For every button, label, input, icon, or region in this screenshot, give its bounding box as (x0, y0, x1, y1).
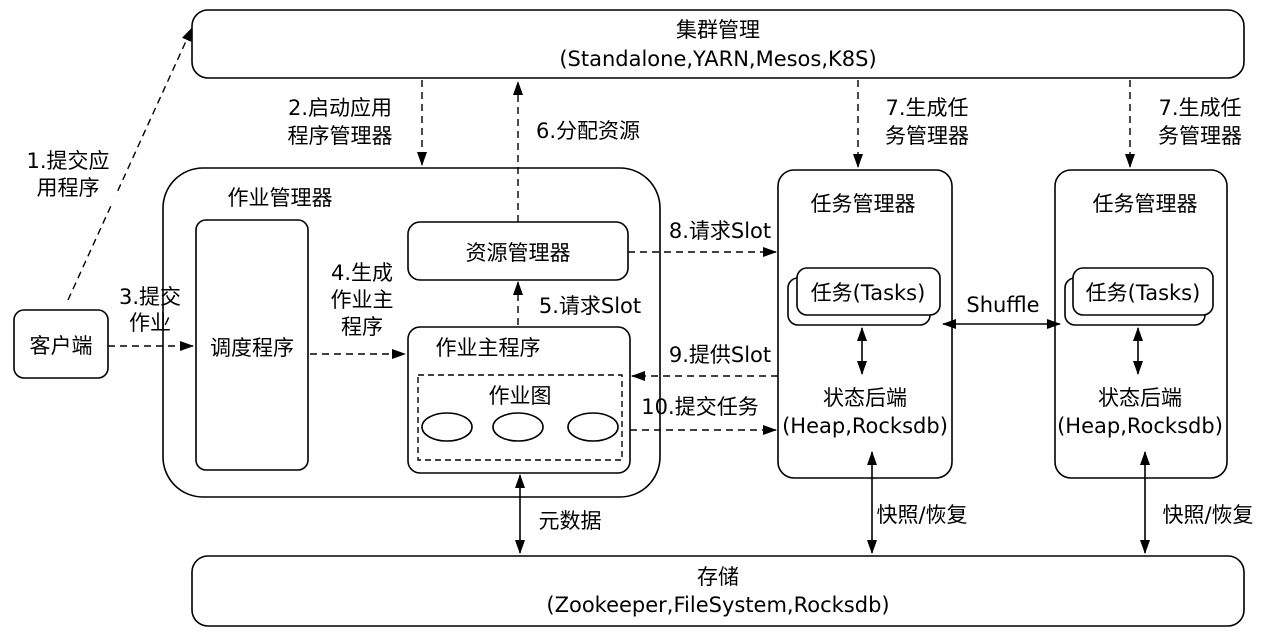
edge-label: 3.提交 (119, 285, 181, 309)
edge-snapshot-1: 快照/恢复 (867, 451, 968, 554)
edge-label: 作业主 (331, 288, 394, 312)
resource-manager-label: 资源管理器 (466, 241, 571, 265)
task-manager-2-state-backend-types: (Heap,Rocksdb) (1057, 414, 1223, 438)
edge-create-tm-1: 7.生成任 务管理器 (853, 80, 969, 168)
edge-label: 7.生成任 (1158, 96, 1241, 120)
edge-label: 2.启动应用 (288, 96, 392, 120)
edge-label: 10.提交任务 (641, 395, 758, 419)
storage-box: 存储 (Zookeeper,FileSystem,Rocksdb) (191, 555, 1245, 627)
edge-metadata: 元数据 (515, 474, 602, 554)
client-box: 客户端 (13, 309, 109, 379)
task-manager-2-title: 任务管理器 (1093, 192, 1198, 216)
task-manager-1-tasks: 任务(Tasks) (811, 281, 926, 305)
edge-submit-tasks: 10.提交任务 (630, 395, 777, 435)
edge-label: 程序 (341, 315, 383, 339)
scheduler-box: 调度程序 (195, 219, 309, 471)
edge-shuffle: Shuffle (942, 293, 1061, 329)
edge-label: 快照/恢复 (876, 503, 967, 527)
edge-label: 程序管理器 (288, 124, 393, 148)
task-manager-1-state-backend-types: (Heap,Rocksdb) (782, 414, 948, 438)
edge-label: 8.请求Slot (669, 219, 771, 243)
edge-label: 9.提供Slot (669, 343, 771, 367)
job-master-box: 作业主程序 作业图 (407, 326, 631, 474)
edge-label: 用程序 (37, 176, 100, 200)
cluster-manager-title: 集群管理 (676, 18, 760, 42)
cluster-manager-subtitle: (Standalone,YARN,Mesos,K8S) (559, 47, 876, 71)
job-graph-node (421, 412, 473, 442)
job-master-label: 作业主程序 (436, 336, 541, 360)
edge-request-slot-rm: 5.请求Slot (513, 281, 641, 325)
task-manager-1-box: 任务管理器 任务(Tasks) 状态后端 (Heap,Rocksdb) (777, 169, 953, 479)
task-manager-2-state-backend: 状态后端 (1098, 386, 1182, 410)
edge-label: 6.分配资源 (536, 119, 640, 143)
edge-label: Shuffle (966, 293, 1039, 317)
job-manager-box: 作业管理器 调度程序 资源管理器 作业主程序 作业图 (162, 167, 661, 498)
edge-label: 务管理器 (1158, 124, 1242, 148)
edge-create-job-master: 4.生成 作业主 程序 (310, 261, 406, 359)
edge-request-slot-tm: 8.请求Slot (628, 219, 777, 257)
task-stack-front (796, 267, 941, 316)
edge-label: 1.提交应 (26, 149, 109, 173)
task-manager-2-tasks: 任务(Tasks) (1086, 281, 1201, 305)
task-stack-front (1072, 267, 1214, 316)
job-graph-box: 作业图 (417, 374, 623, 461)
task-manager-1-title: 任务管理器 (811, 192, 916, 216)
job-graph-label: 作业图 (489, 384, 552, 408)
edge-offer-slot: 9.提供Slot (631, 343, 778, 381)
edge-submit-app: 1.提交应 用程序 (20, 27, 193, 301)
edge-allocate-resources: 6.分配资源 (513, 81, 640, 222)
edge-start-app-manager: 2.启动应用 程序管理器 (288, 80, 427, 166)
job-graph-node (492, 412, 544, 442)
edge-label: 元数据 (539, 509, 602, 533)
scheduler-label: 调度程序 (210, 336, 294, 360)
task-manager-1-state-backend: 状态后端 (823, 386, 907, 410)
edge-snapshot-2: 快照/恢复 (1140, 451, 1254, 554)
job-manager-title: 作业管理器 (228, 186, 333, 210)
resource-manager-box: 资源管理器 (407, 221, 629, 281)
storage-subtitle: (Zookeeper,FileSystem,Rocksdb) (546, 593, 889, 617)
edge-submit-job: 3.提交 作业 (108, 285, 194, 351)
edge-label: 务管理器 (885, 124, 969, 148)
edge-label: 7.生成任 (885, 96, 968, 120)
cluster-manager-box: 集群管理 (Standalone,YARN,Mesos,K8S) (191, 9, 1245, 79)
storage-title: 存储 (697, 565, 739, 589)
client-label: 客户端 (30, 334, 93, 358)
edge-label: 5.请求Slot (539, 294, 641, 318)
edge-label: 4.生成 (331, 261, 393, 285)
task-manager-2-box: 任务管理器 任务(Tasks) 状态后端 (Heap,Rocksdb) (1054, 169, 1228, 479)
edge-label: 快照/恢复 (1162, 503, 1253, 527)
job-graph-node (567, 412, 619, 442)
edge-create-tm-2: 7.生成任 务管理器 (1125, 80, 1242, 168)
edge-label: 作业 (129, 311, 171, 335)
